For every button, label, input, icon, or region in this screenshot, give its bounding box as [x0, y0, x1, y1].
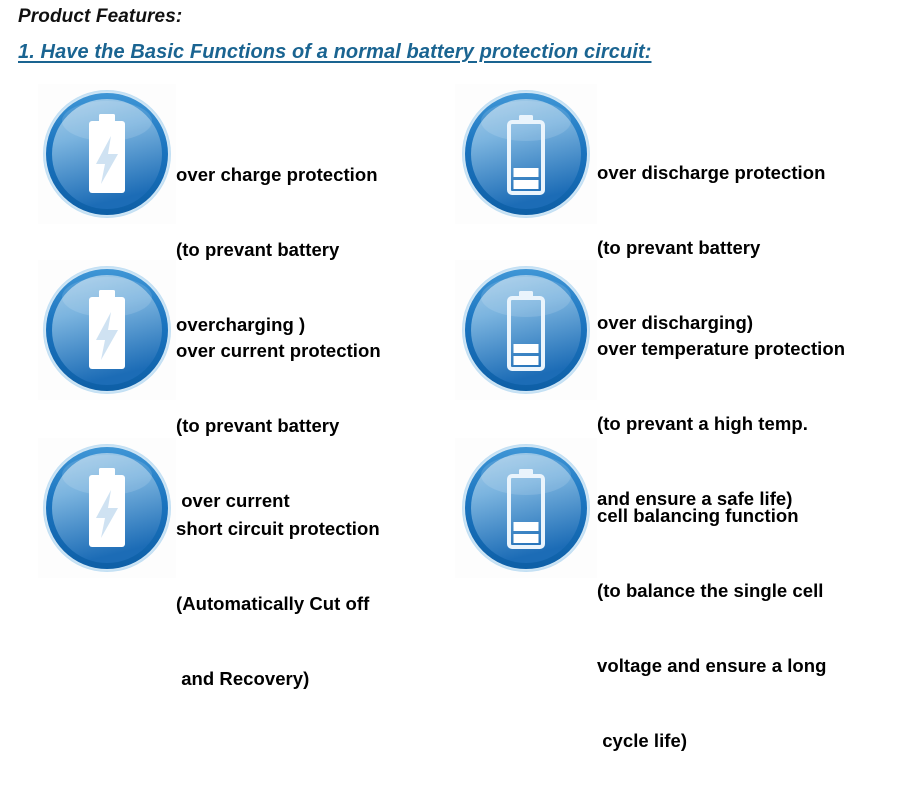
feature-line: cycle life)	[597, 730, 688, 751]
icon-box	[38, 84, 176, 224]
feature-item-over-charge-protection: over charge protection (to prevant batte…	[38, 84, 378, 387]
feature-text: over current protection (to prevant batt…	[176, 260, 381, 563]
battery-low-icon	[462, 90, 590, 218]
feature-line: voltage and ensure a long	[597, 655, 827, 676]
battery-low-icon	[462, 444, 590, 572]
feature-line: over current	[176, 490, 290, 511]
battery-bolt-icon	[43, 90, 171, 218]
feature-line: over discharge protection	[597, 162, 826, 183]
feature-line: cell balancing function	[597, 505, 799, 526]
icon-box	[455, 260, 597, 400]
page-title: Product Features:	[18, 6, 183, 27]
feature-line: over temperature protection	[597, 338, 846, 359]
feature-line: short circuit protection	[176, 518, 380, 539]
feature-line: overcharging )	[176, 314, 306, 335]
feature-line: and ensure a safe life)	[597, 488, 793, 509]
feature-text: over temperature protection (to prevant …	[597, 260, 845, 561]
feature-line: (to prevant battery	[176, 239, 340, 260]
feature-item-cell-balancing-function: cell balancing function (to balance the …	[455, 438, 826, 803]
icon-box	[38, 438, 176, 578]
feature-grid: over charge protection (to prevant batte…	[0, 84, 913, 751]
feature-item-over-current-protection: over current protection (to prevant batt…	[38, 260, 381, 563]
section-heading-basic-functions: 1. Have the Basic Functions of a normal …	[18, 41, 652, 63]
feature-text: cell balancing function (to balance the …	[597, 438, 826, 803]
feature-text: over charge protection (to prevant batte…	[176, 84, 378, 387]
feature-text: over discharge protection (to prevant ba…	[597, 84, 825, 385]
battery-bolt-icon	[43, 444, 171, 572]
feature-line: over discharging)	[597, 312, 754, 333]
feature-line: (to prevant a high temp.	[597, 413, 808, 434]
icon-box	[38, 260, 176, 400]
feature-item-over-discharge-protection: over discharge protection (to prevant ba…	[455, 84, 825, 385]
battery-low-icon	[462, 266, 590, 394]
feature-line: over current protection	[176, 340, 381, 361]
feature-line: (to prevant battery	[176, 415, 340, 436]
feature-line: (to balance the single cell	[597, 580, 824, 601]
icon-box	[455, 84, 597, 224]
battery-bolt-icon	[43, 266, 171, 394]
feature-line: over charge protection	[176, 164, 378, 185]
feature-item-short-circuit-protection: short circuit protection (Automatically …	[38, 438, 380, 741]
feature-text: short circuit protection (Automatically …	[176, 438, 380, 741]
feature-item-over-temperature-protection: over temperature protection (to prevant …	[455, 260, 845, 561]
feature-line: (to prevant battery	[597, 237, 761, 258]
feature-line: and Recovery)	[176, 668, 310, 689]
icon-box	[455, 438, 597, 578]
